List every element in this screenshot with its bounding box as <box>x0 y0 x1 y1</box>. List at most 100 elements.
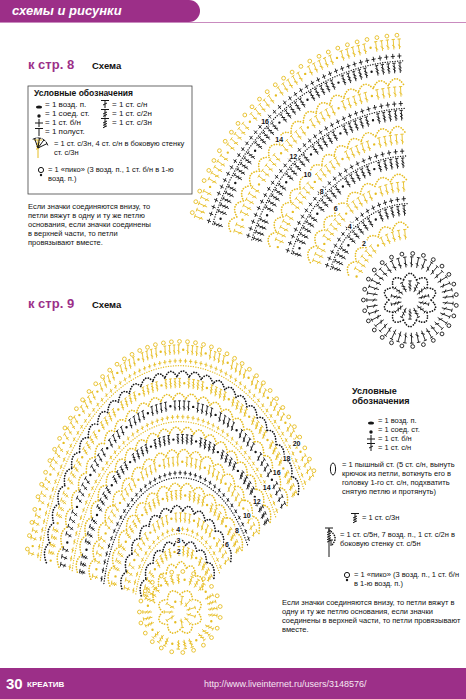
stitch-row <box>234 87 403 235</box>
chain-dots <box>116 496 227 577</box>
legend-text: = 1 возд. п. <box>45 100 86 109</box>
page-reference: к стр. 8 <box>28 57 74 73</box>
legend-symbol <box>101 119 109 128</box>
single-crochet-row <box>207 53 402 223</box>
picot <box>431 258 435 262</box>
single-crochet-row <box>37 359 306 558</box>
symbol-stroke <box>33 138 37 139</box>
symbol-stroke <box>103 123 107 125</box>
picot <box>363 287 367 291</box>
picot <box>58 437 62 441</box>
legend-symbol <box>37 114 40 117</box>
legend-text: = 1 ст. с/3н, 4 ст. с/н в боковую стенку… <box>54 139 188 157</box>
picot <box>282 76 286 80</box>
picot <box>181 651 185 655</box>
picot <box>385 34 389 38</box>
chain-dots <box>210 48 371 187</box>
symbol-stroke <box>329 528 330 557</box>
legend-symbol <box>367 435 375 443</box>
symbol-stroke <box>103 112 107 114</box>
row-number: 4 <box>175 525 181 532</box>
legend-text: = 1 ст. с/3н <box>112 118 152 127</box>
row-number: 8 <box>234 526 240 533</box>
chain-row <box>212 61 403 226</box>
picot <box>101 375 105 379</box>
legend-symbol <box>101 110 109 118</box>
picot <box>281 406 285 410</box>
picot <box>233 356 237 360</box>
chain-row <box>291 156 406 256</box>
node-title: 30 <box>6 676 23 691</box>
picot <box>308 59 312 63</box>
picot <box>215 626 219 630</box>
chain-dots <box>174 602 176 623</box>
row-number: 16 <box>272 469 282 476</box>
watermark: http://www.liveinternet.ru/users/3148576… <box>204 679 367 690</box>
picot <box>346 43 350 47</box>
symbol-stroke <box>35 139 38 148</box>
chain-loops <box>268 126 405 248</box>
legend-text: = 1 пышный ст. (5 ст. с/н, вынуть крючок… <box>342 460 464 496</box>
picot <box>170 570 174 574</box>
legend-text: = 1 ст. с/5н, 7 возд. п., 1 ст. с/2н в б… <box>340 530 464 548</box>
picot <box>440 332 444 336</box>
picot <box>452 282 456 286</box>
picot <box>63 426 67 430</box>
legend-text: = 1 «пико» (3 возд. п., 1 ст. б/н в 1-ю … <box>48 165 188 183</box>
stitch-row <box>143 546 212 597</box>
legend-text: = 1 соед. ст. <box>378 425 420 434</box>
picot <box>440 264 444 268</box>
picot <box>400 344 404 348</box>
picot <box>48 459 52 463</box>
picot <box>380 261 384 265</box>
stitch-row <box>92 457 257 579</box>
picot <box>75 407 79 411</box>
stitch-row <box>214 63 402 227</box>
chain-row <box>104 478 248 584</box>
picot <box>273 83 277 87</box>
row-number: 6 <box>224 541 230 548</box>
chain-loops <box>308 174 406 263</box>
picot <box>372 328 376 332</box>
picot <box>154 343 158 347</box>
header-rule <box>0 22 466 23</box>
stitch-row <box>29 345 314 556</box>
symbol-stroke <box>103 114 107 116</box>
row-number: 20 <box>292 440 302 447</box>
row-number: 4 <box>347 222 353 229</box>
picot <box>411 345 415 349</box>
stitch-row <box>293 158 405 256</box>
stitch-row <box>111 490 240 586</box>
picot <box>33 508 37 512</box>
legend-symbol <box>369 430 372 433</box>
chain-loops <box>121 506 231 591</box>
symbol-stroke <box>103 121 107 123</box>
picot <box>454 304 458 308</box>
legend-text: = 1 возд. п. <box>378 416 417 425</box>
picot <box>367 277 371 281</box>
stitch-row <box>194 39 401 220</box>
picot <box>255 374 259 378</box>
picot <box>202 343 206 347</box>
picot <box>268 389 272 393</box>
picot <box>194 341 198 345</box>
picot <box>36 495 40 499</box>
legend-symbol <box>367 444 375 452</box>
picot <box>275 397 279 401</box>
picot <box>248 367 252 371</box>
symbol-stroke <box>329 540 333 541</box>
stitch-row <box>354 229 407 272</box>
picot <box>431 339 435 343</box>
note-text: Если значки соединяются внизу, то петли … <box>28 202 152 247</box>
picot <box>202 643 206 647</box>
stitch-row <box>313 182 406 264</box>
picot <box>380 336 384 340</box>
picot <box>212 159 216 163</box>
chain-dots <box>148 580 211 644</box>
symbol-stroke <box>369 446 373 448</box>
picot <box>30 521 34 525</box>
row-number: 14 <box>274 135 284 142</box>
picot <box>447 273 451 277</box>
row-number: 12 <box>288 153 298 160</box>
picot <box>375 36 379 40</box>
